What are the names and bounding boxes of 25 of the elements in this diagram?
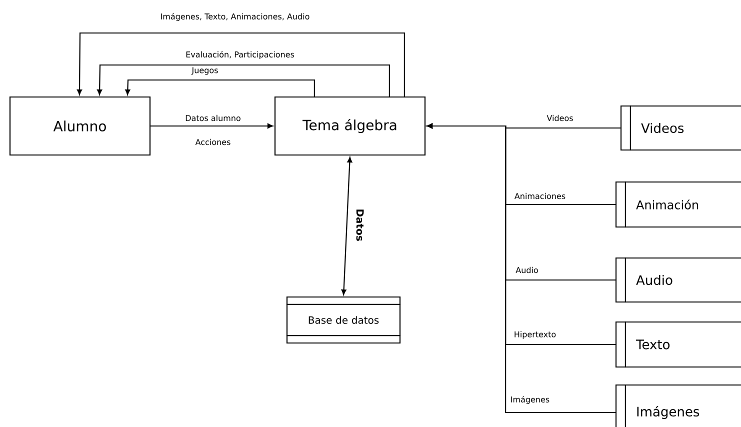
edge-label: Evaluación, Participaciones [184,50,296,60]
edge-label: Imágenes [509,394,551,406]
flow-label: Acciones [195,138,230,146]
arrow [77,32,405,96]
source-box: Videos [620,105,741,151]
edge-label: Hipertexto [512,330,558,340]
data-store-box: Base de datos [286,296,401,344]
edge-label: Datos alumno [184,114,242,122]
process-box: Alumno [9,96,151,156]
process-box: Tema álgebra [274,96,426,156]
arrow [125,79,315,96]
arrow [150,123,273,129]
edge-label: Audio [514,266,540,274]
source-box: Animación [615,181,741,228]
edge-label: Imágenes, Texto, Animaciones, Audio [159,12,311,22]
source-box: Audio [615,257,741,303]
edge-label: Videos [546,114,574,122]
source-box: Texto [615,321,741,368]
edge-label: Juegos [190,66,220,76]
source-box: Imágenes [615,384,741,427]
arrow [97,64,390,96]
arrow [341,156,352,295]
edge-label: Datos [355,208,365,242]
edge-label: Animaciones [513,192,567,200]
arrow [427,123,616,414]
